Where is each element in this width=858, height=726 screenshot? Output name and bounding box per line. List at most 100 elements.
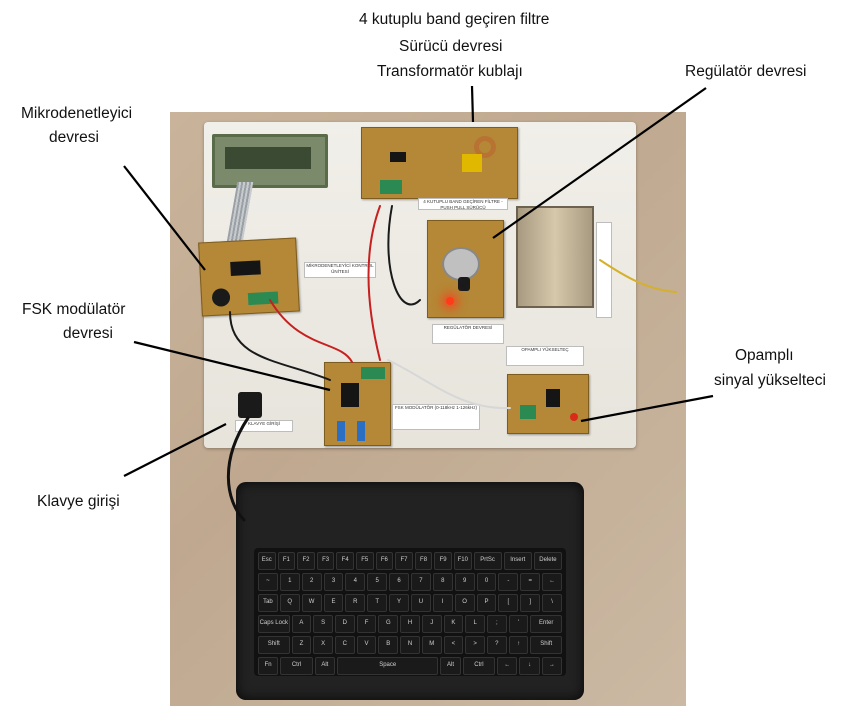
key-e[interactable]: E xyxy=(323,594,344,612)
key-esc[interactable]: Esc xyxy=(258,552,276,570)
wire-black-1 xyxy=(229,311,331,381)
filter-connector xyxy=(380,180,402,194)
pointer-fsk xyxy=(133,340,331,392)
key-f2[interactable]: F2 xyxy=(297,552,315,570)
key-alt[interactable]: Alt xyxy=(440,657,461,675)
key--[interactable]: ? xyxy=(487,636,507,654)
key-x[interactable]: X xyxy=(313,636,333,654)
key-delete[interactable]: Delete xyxy=(533,552,562,570)
key--[interactable]: - xyxy=(498,573,519,591)
key-s[interactable]: S xyxy=(313,615,333,633)
key-space[interactable]: Space xyxy=(337,657,439,675)
key--[interactable]: ↓ xyxy=(519,657,540,675)
key-t[interactable]: T xyxy=(367,594,388,612)
key-a[interactable]: A xyxy=(291,615,312,633)
toroid-coil xyxy=(474,136,496,158)
key--[interactable]: ] xyxy=(520,594,541,612)
key-fn[interactable]: Fn xyxy=(258,657,279,675)
key-alt[interactable]: Alt xyxy=(314,657,335,675)
key-p[interactable]: P xyxy=(476,594,497,612)
key-8[interactable]: 8 xyxy=(432,573,453,591)
key-j[interactable]: J xyxy=(421,615,442,633)
key-9[interactable]: 9 xyxy=(454,573,475,591)
key-n[interactable]: N xyxy=(400,636,420,654)
key-y[interactable]: Y xyxy=(389,594,409,612)
key-g[interactable]: G xyxy=(378,615,399,633)
key-5[interactable]: 5 xyxy=(367,573,388,591)
opamp-label-line2: sinyal yükselteci xyxy=(714,372,826,389)
key-0[interactable]: 0 xyxy=(476,573,497,591)
key-f9[interactable]: F9 xyxy=(434,552,452,570)
key-shift[interactable]: Shift xyxy=(258,636,290,654)
fsk-modulator-pcb xyxy=(324,362,391,446)
key-4[interactable]: 4 xyxy=(345,573,366,591)
key-z[interactable]: Z xyxy=(291,636,312,654)
wire-yellow xyxy=(599,259,677,293)
key--[interactable]: → xyxy=(541,657,562,675)
key-v[interactable]: V xyxy=(356,636,377,654)
key--[interactable]: ~ xyxy=(258,573,278,591)
key--[interactable]: \ xyxy=(542,594,562,612)
key-3[interactable]: 3 xyxy=(323,573,344,591)
key--[interactable]: ← xyxy=(542,573,562,591)
usb-connector xyxy=(238,392,262,418)
pointer-regulator xyxy=(492,87,707,239)
key-f[interactable]: F xyxy=(356,615,377,633)
key-l[interactable]: L xyxy=(465,615,485,633)
filter-label-line1: 4 kutuplu band geçiren filtre xyxy=(359,11,550,28)
key--[interactable]: = xyxy=(520,573,541,591)
key-h[interactable]: H xyxy=(400,615,420,633)
regulator-pcb xyxy=(427,220,504,318)
key-ctrl[interactable]: Ctrl xyxy=(280,657,313,675)
key-prtsc[interactable]: PrtSc xyxy=(473,552,502,570)
key-f1[interactable]: F1 xyxy=(277,552,296,570)
fsk-board-tag: FSK MODÜLATÖR (0-118kHz 1-126kHz) xyxy=(392,404,480,430)
key--[interactable]: < xyxy=(443,636,464,654)
key-q[interactable]: Q xyxy=(279,594,300,612)
key-w[interactable]: W xyxy=(301,594,322,612)
key-2[interactable]: 2 xyxy=(301,573,322,591)
key-o[interactable]: O xyxy=(454,594,475,612)
key-f5[interactable]: F5 xyxy=(355,552,374,570)
key-f7[interactable]: F7 xyxy=(395,552,413,570)
micro-label-line1: Mikrodenetleyici xyxy=(21,105,133,122)
key-7[interactable]: 7 xyxy=(411,573,431,591)
key-c[interactable]: C xyxy=(334,636,355,654)
key--[interactable]: ' xyxy=(508,615,529,633)
pointer-filter xyxy=(470,85,475,123)
key-b[interactable]: B xyxy=(378,636,399,654)
key-f6[interactable]: F6 xyxy=(375,552,394,570)
key--[interactable]: > xyxy=(465,636,485,654)
key-f8[interactable]: F8 xyxy=(414,552,433,570)
key-d[interactable]: D xyxy=(334,615,355,633)
pointer-micro xyxy=(123,165,206,271)
key-f3[interactable]: F3 xyxy=(316,552,335,570)
key-caps-lock[interactable]: Caps Lock xyxy=(258,615,290,633)
micro-board-tag: MİKRODENETLEYİCİ KONTROL ÜNİTESİ xyxy=(304,262,376,278)
key-insert[interactable]: Insert xyxy=(503,552,532,570)
key--[interactable]: ← xyxy=(497,657,518,675)
key-f10[interactable]: F10 xyxy=(453,552,472,570)
key--[interactable]: [ xyxy=(498,594,519,612)
key-ctrl[interactable]: Ctrl xyxy=(462,657,496,675)
key-m[interactable]: M xyxy=(421,636,442,654)
key-f4[interactable]: F4 xyxy=(336,552,354,570)
opamp-board-tag: OPAMPLI YÜKSELTEÇ xyxy=(506,346,584,366)
key-1[interactable]: 1 xyxy=(279,573,300,591)
regulator-capacitor xyxy=(458,277,470,291)
key-tab[interactable]: Tab xyxy=(258,594,278,612)
key-u[interactable]: U xyxy=(411,594,431,612)
key--[interactable]: ; xyxy=(487,615,507,633)
key-enter[interactable]: Enter xyxy=(530,615,562,633)
key-i[interactable]: I xyxy=(432,594,453,612)
regulator-label: Regülatör devresi xyxy=(685,63,807,80)
key-k[interactable]: K xyxy=(443,615,464,633)
keyboard-cable xyxy=(226,416,250,522)
key-6[interactable]: 6 xyxy=(389,573,409,591)
key-r[interactable]: R xyxy=(345,594,366,612)
key-shift[interactable]: Shift xyxy=(530,636,562,654)
filter-label-line2: Sürücü devresi xyxy=(399,38,503,55)
pointer-opamp xyxy=(580,394,714,423)
key--[interactable]: ↑ xyxy=(508,636,529,654)
